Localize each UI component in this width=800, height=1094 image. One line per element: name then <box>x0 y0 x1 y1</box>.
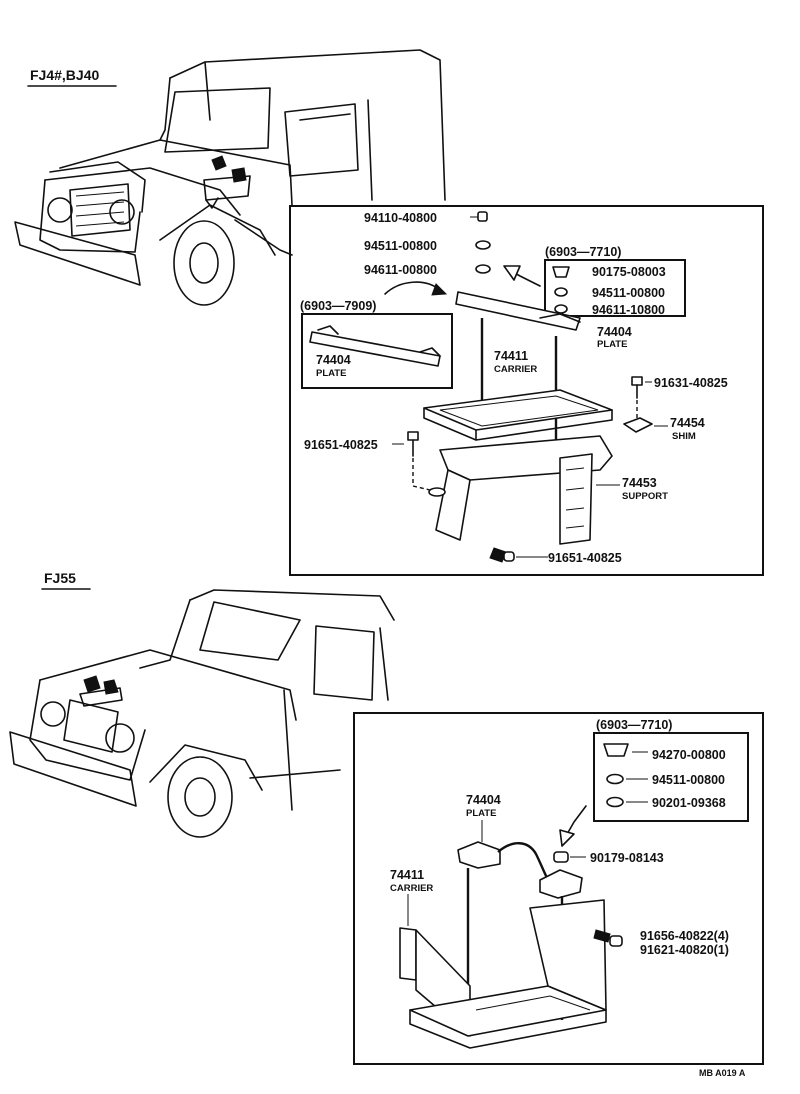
label-74453: 74453 <box>622 476 657 490</box>
kit-box-fj55 <box>593 732 749 822</box>
bolt-91651-a <box>407 431 419 441</box>
label-plate-fj55: PLATE <box>466 808 496 819</box>
kit-box-a <box>544 259 686 317</box>
wing-nut-94270 <box>603 743 629 757</box>
label-94511-fj55: 94511-00800 <box>652 773 725 787</box>
vehicle-fj40-illustration <box>14 49 446 306</box>
label-91631: 91631-40825 <box>654 376 728 390</box>
bolt-91656 <box>593 929 611 943</box>
detail-box-fj55 <box>353 712 764 1065</box>
label-94511-b: 94511-00800 <box>592 286 665 300</box>
label-74404: 74404 <box>597 325 632 339</box>
label-94611-a: 94611-00800 <box>364 263 437 277</box>
label-90175: 90175-08003 <box>592 265 666 279</box>
washer-94511-b <box>554 287 568 297</box>
detail-box-fj40 <box>289 205 764 576</box>
label-91651-a: 91651-40825 <box>304 438 378 452</box>
figure-code: MB A019 A <box>699 1068 746 1078</box>
shim-74454 <box>623 417 653 433</box>
kit-box-b <box>301 313 453 389</box>
section-fj55: FJ55 (6903—7710) <box>9 570 764 1078</box>
label-91621: 91621-40820(1) <box>640 943 729 957</box>
washer-94511-a <box>475 240 491 250</box>
washer-90201 <box>606 796 624 808</box>
label-74411: 74411 <box>494 349 528 363</box>
label-91656: 91656-40822(4) <box>640 929 729 943</box>
washer-94611-b <box>554 304 568 314</box>
label-94611-b: 94611-10800 <box>592 303 665 317</box>
label-74404-fj55: 74404 <box>466 793 501 807</box>
plate-bar-fj55 <box>497 842 550 881</box>
label-94110: 94110-40800 <box>364 211 437 225</box>
plate-74404 <box>455 291 581 331</box>
label-carrier-fj55: CARRIER <box>390 883 433 894</box>
section-fj40: FJ4#,BJ40 <box>14 49 764 576</box>
carrier-74411-fj55 <box>399 899 607 1049</box>
label-support: SUPPORT <box>622 491 668 502</box>
vehicle-fj55-illustration <box>9 589 395 838</box>
label-91651-b: 91651-40825 <box>548 551 622 565</box>
label-90179: 90179-08143 <box>590 851 664 865</box>
arrow-to-plate <box>384 281 441 295</box>
bolt-91651-b <box>489 547 507 563</box>
label-74411-fj55: 74411 <box>390 868 424 882</box>
washer-94611-a <box>475 264 491 274</box>
plate-74404-fj55 <box>457 841 501 869</box>
bolt-91631 <box>631 376 643 386</box>
nut-94110 <box>477 211 488 222</box>
label-74454: 74454 <box>670 416 705 430</box>
label-94270: 94270-00800 <box>652 748 726 762</box>
wing-nut-90175 <box>552 266 570 278</box>
plate-74404-old <box>309 331 441 367</box>
label-94511-a: 94511-00800 <box>364 239 437 253</box>
washer-94511-fj55 <box>606 773 624 785</box>
label-plate-old: PLATE <box>316 368 346 379</box>
label-90201: 90201-09368 <box>652 796 726 810</box>
model-label-fj40: FJ4#,BJ40 <box>30 67 99 83</box>
label-plate: PLATE <box>597 339 627 350</box>
label-range-fj55: (6903—7710) <box>596 718 672 732</box>
nut-90179 <box>553 851 569 863</box>
model-label-fj55: FJ55 <box>44 570 76 586</box>
label-range-a: (6903—7710) <box>545 245 621 259</box>
label-74404-old: 74404 <box>316 353 351 367</box>
label-range-b: (6903—7909) <box>300 299 376 313</box>
arrow-kit-fj55 <box>565 805 587 837</box>
label-shim: SHIM <box>672 431 696 442</box>
label-carrier: CARRIER <box>494 364 537 375</box>
